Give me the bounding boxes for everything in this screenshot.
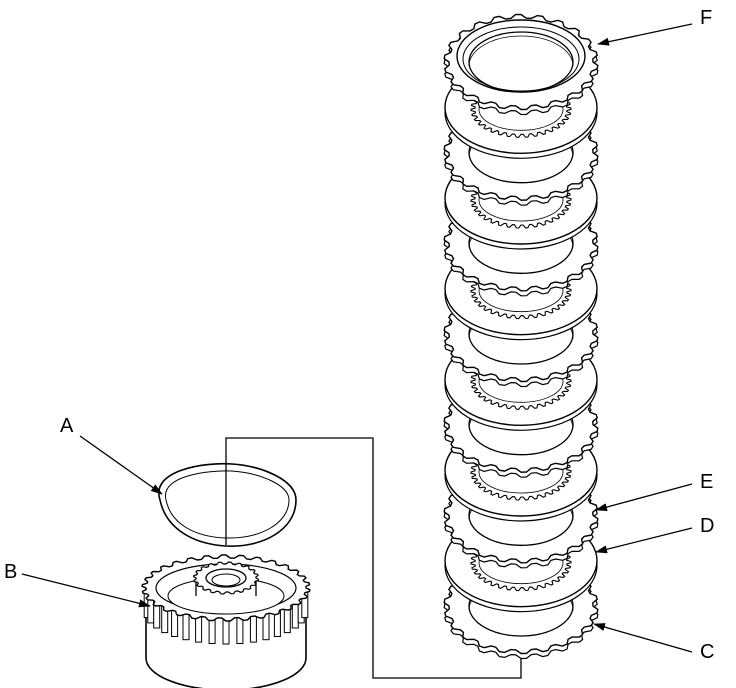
callout-label-f: F bbox=[700, 7, 713, 29]
drum-slot bbox=[291, 601, 299, 629]
callout-label-a: A bbox=[60, 415, 74, 437]
drum-slot bbox=[236, 617, 244, 644]
end-plate-inner-ring bbox=[456, 19, 586, 93]
leader-line-e bbox=[595, 483, 693, 511]
leader-line-f bbox=[597, 23, 693, 46]
clutch-pack-stack bbox=[443, 13, 599, 660]
leader-line-d bbox=[595, 527, 693, 554]
leader-line-a bbox=[79, 435, 163, 495]
assembly-connector-line bbox=[225, 437, 522, 679]
callout-label-c: C bbox=[700, 641, 715, 663]
snap-ring bbox=[158, 462, 297, 547]
drum-slot bbox=[182, 613, 190, 641]
drum-slot bbox=[208, 617, 216, 644]
callout-label-d: D bbox=[700, 515, 715, 537]
drum-slot bbox=[249, 615, 257, 643]
drum-slot bbox=[195, 615, 203, 643]
drum-slot bbox=[222, 617, 230, 645]
callout-label-b: B bbox=[4, 561, 18, 583]
steel-plate bbox=[443, 13, 599, 116]
callout-label-e: E bbox=[700, 471, 714, 493]
clutch-drum bbox=[141, 554, 311, 688]
leader-line-c bbox=[593, 623, 693, 653]
leader-line-b bbox=[21, 573, 151, 608]
